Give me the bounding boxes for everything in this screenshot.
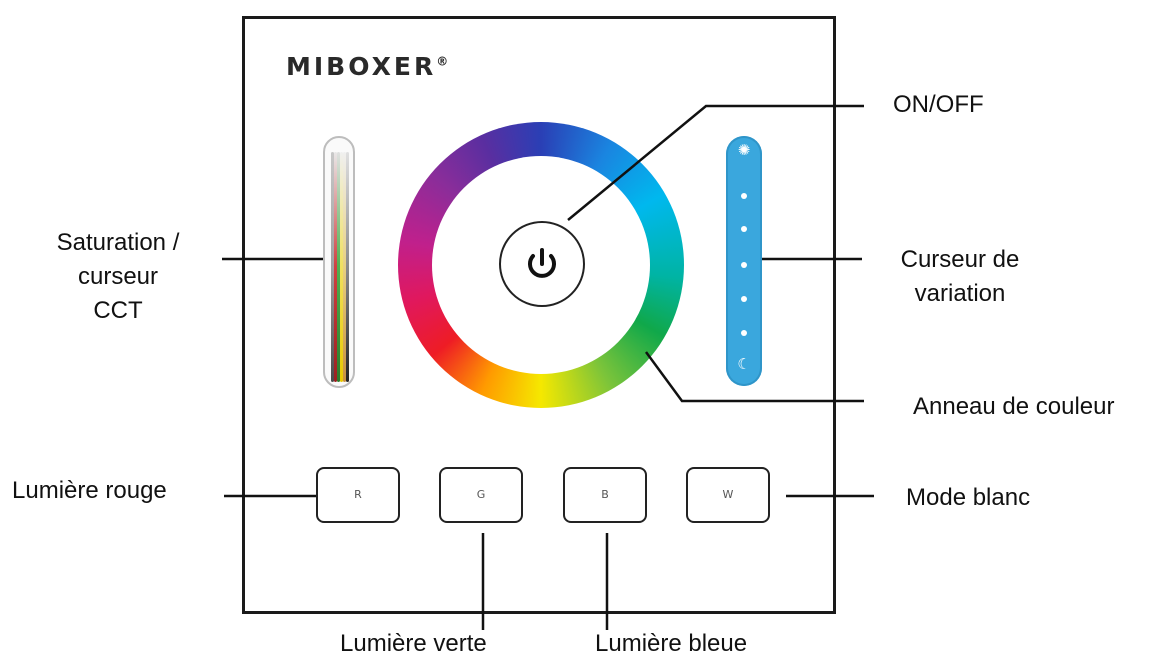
label-blue-light: Lumière bleue <box>595 630 748 657</box>
sun-icon: ✺ <box>737 142 751 159</box>
label-green-light: Lumière verte <box>340 630 487 657</box>
dimmer-slider[interactable]: ✺ ☾ <box>726 136 762 386</box>
on-off-leader <box>567 104 864 221</box>
white-button[interactable]: W <box>686 467 770 523</box>
dimmer-step-dot <box>741 226 747 232</box>
label-dimmer: Curseur de variation <box>900 246 1020 307</box>
label-saturation-cct: Saturation / curseur CCT <box>56 229 180 324</box>
color-ring-leader <box>644 351 864 403</box>
label-white-mode: Mode blanc <box>906 484 1031 511</box>
power-icon <box>528 248 556 278</box>
moon-icon: ☾ <box>737 356 751 373</box>
dimmer-step-dot <box>741 330 747 336</box>
dimmer-step-dot <box>741 296 747 302</box>
saturation-cct-slider[interactable] <box>323 136 355 388</box>
red-button[interactable]: R <box>316 467 400 523</box>
green-button[interactable]: G <box>439 467 523 523</box>
dimmer-step-dot <box>741 262 747 268</box>
blue-button[interactable]: B <box>563 467 647 523</box>
dimmer-step-dot <box>741 193 747 199</box>
label-red-light: Lumière rouge <box>12 477 167 504</box>
label-on-off: ON/OFF <box>893 91 984 118</box>
label-color-ring: Anneau de couleur <box>913 393 1115 420</box>
brand-logo: MIBOXER® <box>286 52 449 81</box>
power-button[interactable] <box>499 221 585 307</box>
